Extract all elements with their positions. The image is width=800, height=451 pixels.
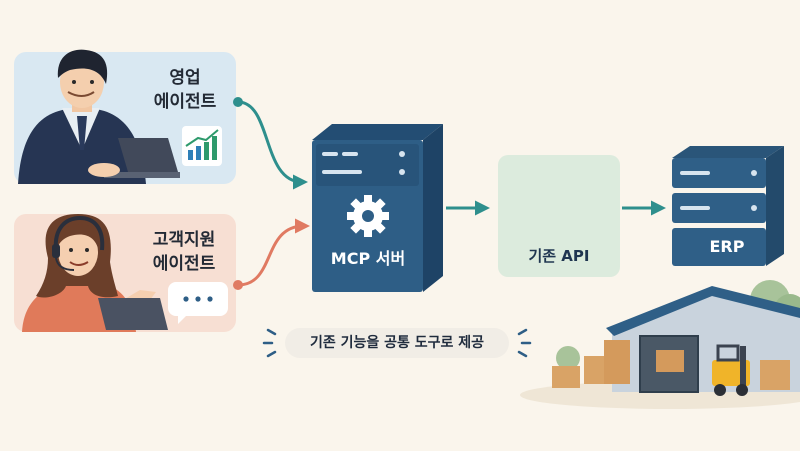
erp-server-stack (672, 146, 784, 266)
gear-icon (347, 195, 389, 237)
support-agent-label: 고객지원 에이전트 (152, 230, 216, 274)
caption-pill: 기존 기능을 공통 도구로 제공 (285, 328, 509, 358)
sales-agent-figure (18, 49, 180, 184)
sales-to-server-arrow (233, 97, 308, 190)
api-label: 기존 API (528, 247, 590, 265)
api-box (498, 155, 620, 277)
caption-sparkles (262, 328, 532, 358)
mcp-server-box (312, 124, 443, 292)
chat-bubble-icon (168, 282, 228, 324)
warehouse-illustration (520, 280, 800, 409)
chart-icon (182, 126, 222, 166)
mcp-server-label: MCP 서버 (330, 249, 406, 268)
support-to-server-arrow (233, 218, 310, 290)
sales-agent-label: 영업 에이전트 (153, 68, 217, 112)
support-agent-figure (22, 214, 168, 332)
erp-label: ERP (709, 237, 745, 256)
